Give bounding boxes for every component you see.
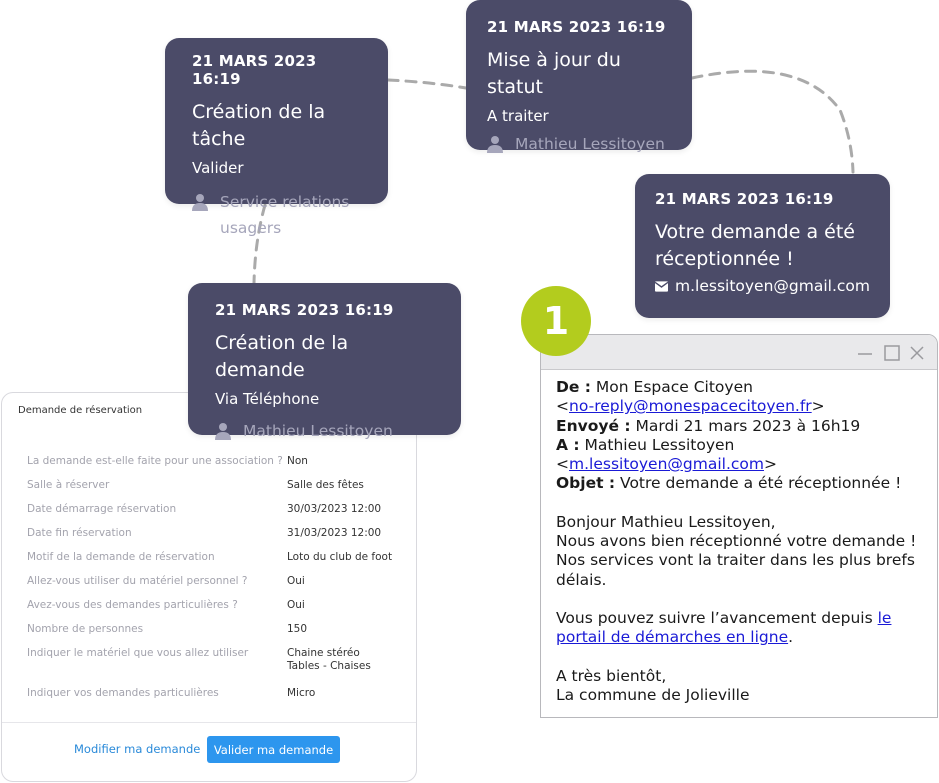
form-row: Date fin réservation 31/03/2023 12:00 xyxy=(27,527,407,551)
form-row-label: Avez-vous des demandes particulières ? xyxy=(27,599,238,611)
form-title: Demande de réservation xyxy=(18,405,143,416)
form-row-label: Indiquer vos demandes particulières xyxy=(27,687,219,699)
email-subject-label: Objet : xyxy=(556,474,616,493)
form-row-label: Indiquer le matériel que vous allez util… xyxy=(27,647,249,659)
connector-statut-to-reception xyxy=(690,69,855,174)
timeline-card-creation-demande: 21 MARS 2023 16:19 Création de la demand… xyxy=(188,283,461,440)
email-to: A : Mathieu Lessitoyen <m.lessitoyen@gma… xyxy=(556,435,777,474)
email-greeting: Bonjour Mathieu Lessitoyen, xyxy=(556,512,776,531)
reservation-form: Demande de réservation La demande est-el… xyxy=(1,392,417,782)
email-signoff: A très bientôt, xyxy=(556,666,667,685)
person-icon xyxy=(192,194,208,211)
email-to-label: A : xyxy=(556,435,580,454)
card-email: m.lessitoyen@gmail.com xyxy=(655,277,870,295)
form-row-value: 31/03/2023 12:00 xyxy=(287,527,382,539)
form-row-label: Date fin réservation xyxy=(27,527,132,539)
email-sent-label: Envoyé : xyxy=(556,416,631,435)
email-sent: Envoyé : Mardi 21 mars 2023 à 16h19 xyxy=(556,417,931,436)
card-title: Création de la tâche xyxy=(192,101,326,150)
connector-tache-to-demande xyxy=(252,203,267,285)
timeline-card-mise-a-jour: 21 MARS 2023 16:19 Mise à jour du statut… xyxy=(466,0,692,153)
email-titlebar xyxy=(541,335,937,370)
portal-link[interactable]: le portail de démarches en ligne xyxy=(556,608,892,647)
card-title: Création de la demande xyxy=(215,332,349,381)
maximize-icon[interactable] xyxy=(883,344,901,362)
form-row-value: Salle des fêtes xyxy=(287,479,364,491)
close-icon[interactable] xyxy=(908,344,926,362)
form-rows: La demande est-elle faite pour une assoc… xyxy=(27,455,407,711)
card-title: Mise à jour du statut xyxy=(487,49,621,98)
card-person-name: Mathieu Lessitoyen xyxy=(515,135,665,153)
email-window: De : Mon Espace Citoyen <no-reply@monesp… xyxy=(540,334,938,718)
timeline-card-demande-recue: 21 MARS 2023 16:19 Votre demande a été r… xyxy=(635,174,890,318)
card-subtitle: Via Téléphone xyxy=(215,390,320,408)
email-from-address-link[interactable]: no-reply@monespacecitoyen.fr xyxy=(569,397,812,416)
form-row-label: Nombre de personnes xyxy=(27,623,144,635)
email-closing: A très bientôt, La commune de Jolieville xyxy=(556,667,931,706)
form-row-label: Date démarrage réservation xyxy=(27,503,177,515)
email-line-2: Nos services vont la traiter dans les pl… xyxy=(556,551,915,589)
email-from-label: De : xyxy=(556,378,591,396)
form-row: Avez-vous des demandes particulières ? O… xyxy=(27,599,407,623)
person-icon xyxy=(215,423,231,440)
form-row-value: Micro xyxy=(287,687,316,699)
card-title: Votre demande a été réceptionnée ! xyxy=(655,221,855,270)
timeline-card-creation-tache: 21 MARS 2023 16:19 Création de la tâche … xyxy=(165,38,388,237)
email-from-name: Mon Espace Citoyen xyxy=(595,378,753,396)
step-badge: 1 xyxy=(521,286,591,356)
card-person: Mathieu Lessitoyen xyxy=(215,418,441,444)
card-person-name: Mathieu Lessitoyen xyxy=(243,422,393,440)
form-row-value: 30/03/2023 12:00 xyxy=(287,503,382,515)
card-person: Service relations usagers xyxy=(192,189,368,241)
email-follow: Vous pouvez suivre l’avancement depuis l… xyxy=(556,608,892,647)
email-follow-text: Vous pouvez suivre l’avancement depuis xyxy=(556,608,873,627)
form-row-label: Salle à réserver xyxy=(27,479,110,491)
form-row-value: Oui xyxy=(287,575,305,587)
card-date: 21 MARS 2023 16:19 xyxy=(192,52,317,88)
card-date: 21 MARS 2023 16:19 xyxy=(655,190,834,208)
form-row: Indiquer le matériel que vous allez util… xyxy=(27,647,407,687)
form-row-value: Loto du club de foot xyxy=(287,551,393,563)
card-person-name: Service relations usagers xyxy=(220,193,350,237)
email-sent-value: Mardi 21 mars 2023 à 16h19 xyxy=(635,416,861,435)
card-date: 21 MARS 2023 16:19 xyxy=(487,18,666,36)
email-subject-value: Votre demande a été réceptionnée ! xyxy=(620,474,902,493)
form-row-value: 150 xyxy=(287,623,308,635)
form-row: Motif de la demande de réservation Loto … xyxy=(27,551,407,575)
minimize-icon[interactable] xyxy=(856,344,874,362)
email-signature: La commune de Jolieville xyxy=(556,685,750,704)
form-row: Indiquer vos demandes particulières Micr… xyxy=(27,687,407,711)
form-row-label: Allez-vous utiliser du matériel personne… xyxy=(27,575,248,587)
form-row: Nombre de personnes 150 xyxy=(27,623,407,647)
email-message: Bonjour Mathieu Lessitoyen, Nous avons b… xyxy=(556,513,931,590)
card-date: 21 MARS 2023 16:19 xyxy=(215,301,394,319)
person-icon xyxy=(487,136,503,153)
form-row-value: Non xyxy=(287,455,308,467)
form-row: Allez-vous utiliser du matériel personne… xyxy=(27,575,407,599)
card-email-address: m.lessitoyen@gmail.com xyxy=(675,277,870,295)
email-to-address-link[interactable]: m.lessitoyen@gmail.com xyxy=(569,455,764,474)
connector-tache-to-statut xyxy=(386,78,468,90)
form-row: Salle à réserver Salle des fêtes xyxy=(27,479,407,503)
card-person: Mathieu Lessitoyen xyxy=(487,131,672,157)
email-from: De : Mon Espace Citoyen <no-reply@monesp… xyxy=(556,378,825,416)
form-footer-divider xyxy=(2,722,416,723)
email-line-1: Nous avons bien réceptionné votre demand… xyxy=(556,532,917,551)
card-subtitle: Valider xyxy=(192,159,244,177)
form-row-label: La demande est-elle faite pour une assoc… xyxy=(27,455,283,467)
validate-request-button[interactable]: Valider ma demande xyxy=(207,736,340,763)
form-row-value: Chaine stéréo Tables - Chaises xyxy=(287,647,371,672)
email-body: De : Mon Espace Citoyen <no-reply@monesp… xyxy=(556,378,931,705)
form-row-label: Motif de la demande de réservation xyxy=(27,551,215,563)
form-row: Date démarrage réservation 30/03/2023 12… xyxy=(27,503,407,527)
modify-request-button[interactable]: Modifier ma demande xyxy=(74,742,201,756)
mail-icon xyxy=(655,280,668,292)
form-row-value: Oui xyxy=(287,599,305,611)
email-subject: Objet : Votre demande a été réceptionnée… xyxy=(556,474,931,493)
form-row: La demande est-elle faite pour une assoc… xyxy=(27,455,407,479)
card-subtitle: A traiter xyxy=(487,107,549,125)
email-to-name: Mathieu Lessitoyen xyxy=(584,435,735,454)
